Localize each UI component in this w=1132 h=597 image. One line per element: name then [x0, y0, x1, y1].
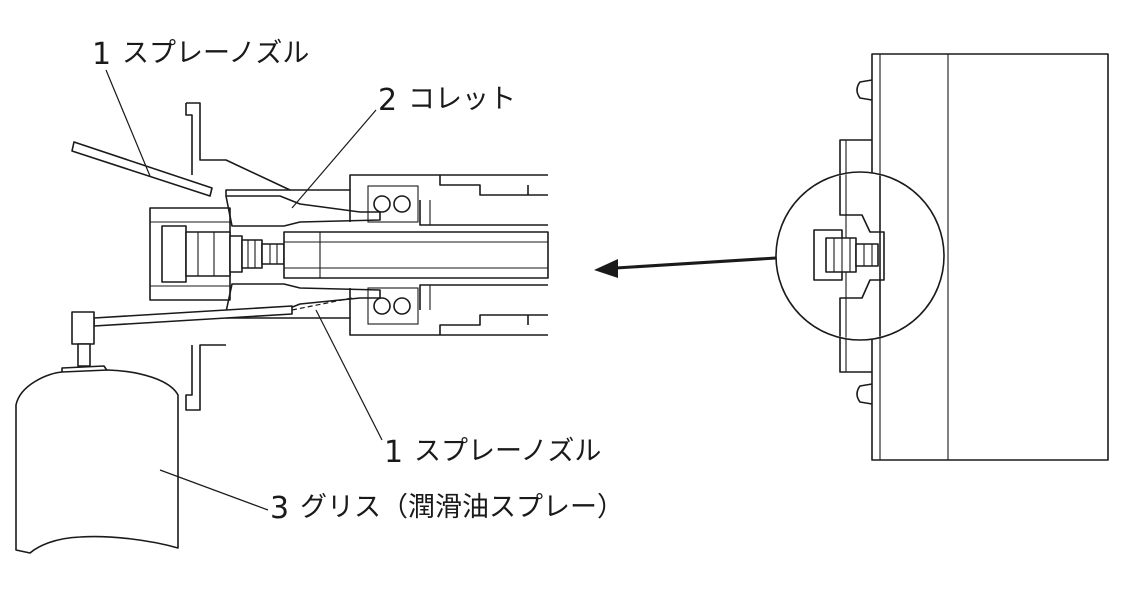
- label-text: グリス（潤滑油スプレー）: [300, 492, 624, 523]
- label-spray-nozzle-bottom: 1 スプレーノズル: [384, 435, 601, 470]
- label-number: 1: [384, 435, 403, 470]
- bearing-ball: [373, 195, 391, 213]
- leader-collet: [291, 109, 377, 209]
- leader-spray-nozzle-bottom: [315, 309, 383, 441]
- spray-nozzle-top: [71, 141, 213, 197]
- spindle-cross-section: [149, 102, 549, 411]
- collet-upper: [225, 195, 381, 227]
- direction-arrow: [594, 256, 777, 278]
- bearing-ball: [373, 297, 391, 315]
- label-collet: 2 コレット: [378, 83, 516, 118]
- label-number: 2: [378, 83, 397, 118]
- leader-grease: [159, 469, 269, 511]
- label-number: 3: [270, 491, 289, 526]
- spray-nozzle-bottom: [93, 305, 293, 327]
- label-text: コレット: [408, 84, 516, 115]
- magnifier-circle: [775, 171, 945, 341]
- grease-spray-can: [15, 305, 293, 554]
- label-text: スプレーノズル: [122, 38, 309, 69]
- bearing-ball: [393, 195, 411, 213]
- label-grease: 3 グリス（潤滑油スプレー）: [270, 491, 624, 526]
- label-text: スプレーノズル: [414, 436, 601, 467]
- leader-spray-nozzle-top: [105, 69, 151, 177]
- label-spray-nozzle-top: 1 スプレーノズル: [92, 37, 309, 72]
- label-number: 1: [92, 37, 111, 72]
- bearing-ball: [393, 297, 411, 315]
- spindle-shaft: [283, 231, 549, 279]
